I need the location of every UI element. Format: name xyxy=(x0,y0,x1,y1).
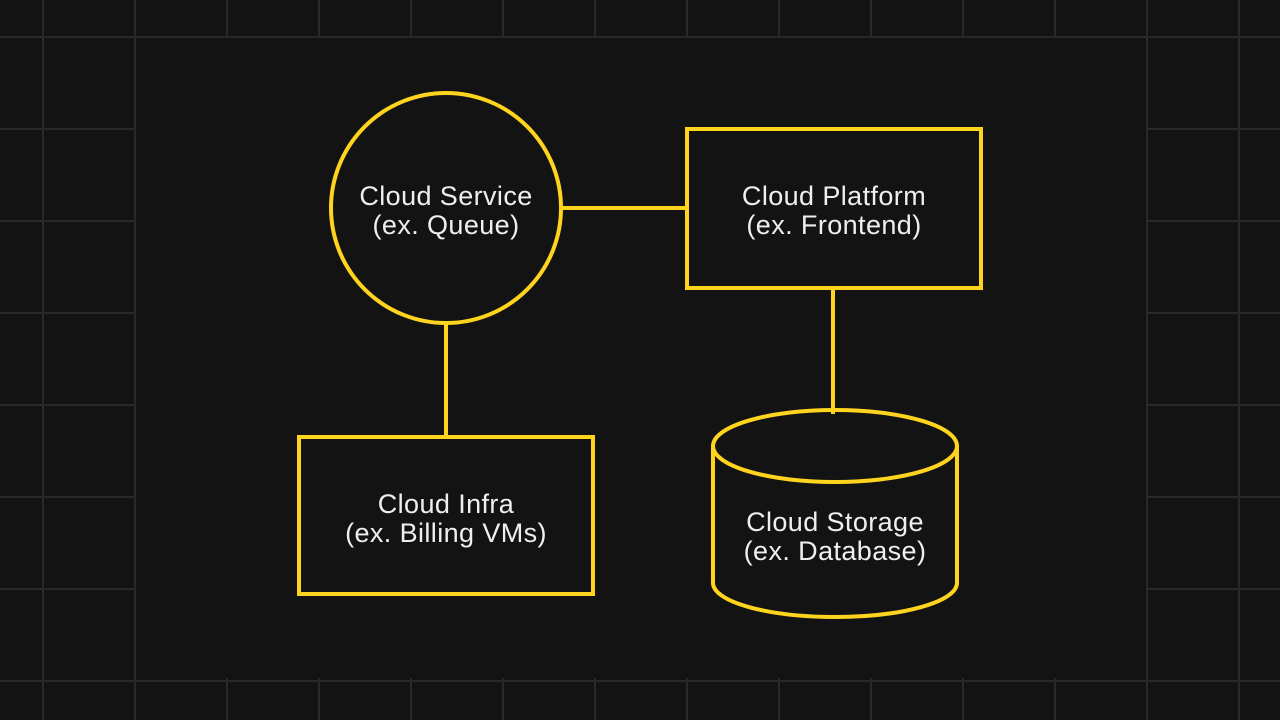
cloud-platform-shape xyxy=(685,127,983,290)
cloud-infra-label: Cloud Infra (ex. Billing VMs) xyxy=(345,490,547,548)
cloud-service-subtitle: (ex. Queue) xyxy=(372,210,520,240)
cloud-storage-top xyxy=(711,408,959,484)
diagram-panel xyxy=(136,38,1146,678)
cloud-storage-subtitle: (ex. Database) xyxy=(743,536,927,566)
cloud-service-label: Cloud Service (ex. Queue) xyxy=(359,182,532,240)
cloud-service-title: Cloud Service xyxy=(359,181,533,211)
cloud-platform-title: Cloud Platform xyxy=(741,181,927,211)
cloud-storage-label: Cloud Storage (ex. Database) xyxy=(744,508,927,566)
cloud-storage-shape xyxy=(711,408,959,619)
cloud-platform-label: Cloud Platform (ex. Frontend) xyxy=(742,182,926,240)
cloud-service-shape xyxy=(329,91,563,325)
cloud-storage-body xyxy=(711,446,959,619)
cloud-storage-title: Cloud Storage xyxy=(746,507,924,537)
cloud-platform-subtitle: (ex. Frontend) xyxy=(746,210,922,240)
cloud-infra-shape xyxy=(297,435,595,596)
cloud-infra-subtitle: (ex. Billing VMs) xyxy=(345,518,547,548)
cloud-infra-title: Cloud Infra xyxy=(377,489,515,519)
